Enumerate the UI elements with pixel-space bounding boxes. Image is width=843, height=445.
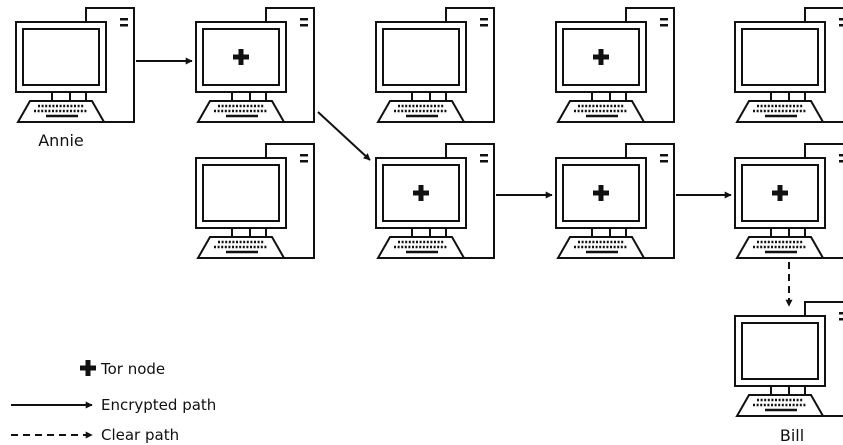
computer-row2-col4-tor-node <box>554 142 676 260</box>
encrypted-path-node1-to-node2 <box>317 111 371 161</box>
label-annie: Annie <box>38 131 84 150</box>
legend: Tor node Encrypted path Clear path <box>11 360 216 444</box>
computer-row2-col5-tor-node <box>733 142 843 260</box>
legend-tor-node-label: Tor node <box>100 360 165 378</box>
computer-row1-col5 <box>733 6 843 124</box>
legend-clear-path-label: Clear path <box>101 426 179 444</box>
computer-bill <box>733 300 843 418</box>
computer-row1-col2-tor-node <box>194 6 316 124</box>
computer-row1-col3 <box>374 6 496 124</box>
legend-encrypted-path-label: Encrypted path <box>101 396 216 414</box>
computer-annie <box>14 6 136 124</box>
computer-row2-col3-tor-node <box>374 142 496 260</box>
label-bill: Bill <box>780 426 804 445</box>
computer-row1-col4-tor-node <box>554 6 676 124</box>
computer-row2-col2 <box>194 142 316 260</box>
tor-node-legend-icon <box>80 360 96 376</box>
